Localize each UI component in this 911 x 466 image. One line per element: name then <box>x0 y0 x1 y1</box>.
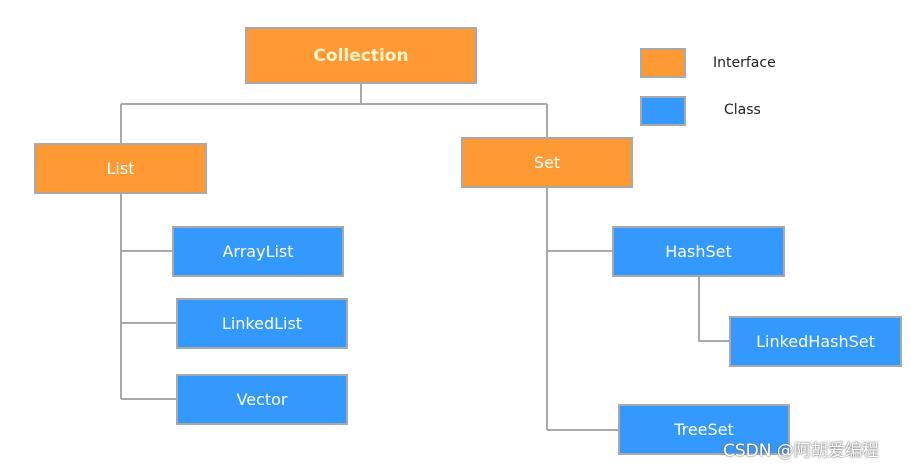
node-arraylist: ArrayList <box>172 226 344 277</box>
node-collection: Collection <box>245 27 477 84</box>
node-treeset: TreeSet <box>618 404 790 455</box>
legend-interface-label: Interface <box>713 55 776 71</box>
connector-list-children <box>120 194 176 400</box>
node-linkedhashset: LinkedHashSet <box>729 316 902 367</box>
connector-hashset-child <box>698 277 729 342</box>
node-list: List <box>34 143 207 194</box>
watermark: CSDN @阿胡爱编程 <box>723 441 879 461</box>
node-hashset: HashSet <box>612 226 785 277</box>
node-linkedlist: LinkedList <box>176 298 348 349</box>
legend-class-label: Class <box>724 102 761 118</box>
node-vector: Vector <box>176 374 348 425</box>
legend-interface-swatch <box>640 48 686 78</box>
legend-class-swatch <box>640 96 686 126</box>
connector-set-children <box>546 188 618 431</box>
node-set: Set <box>461 137 633 188</box>
connector-collection <box>120 84 548 143</box>
